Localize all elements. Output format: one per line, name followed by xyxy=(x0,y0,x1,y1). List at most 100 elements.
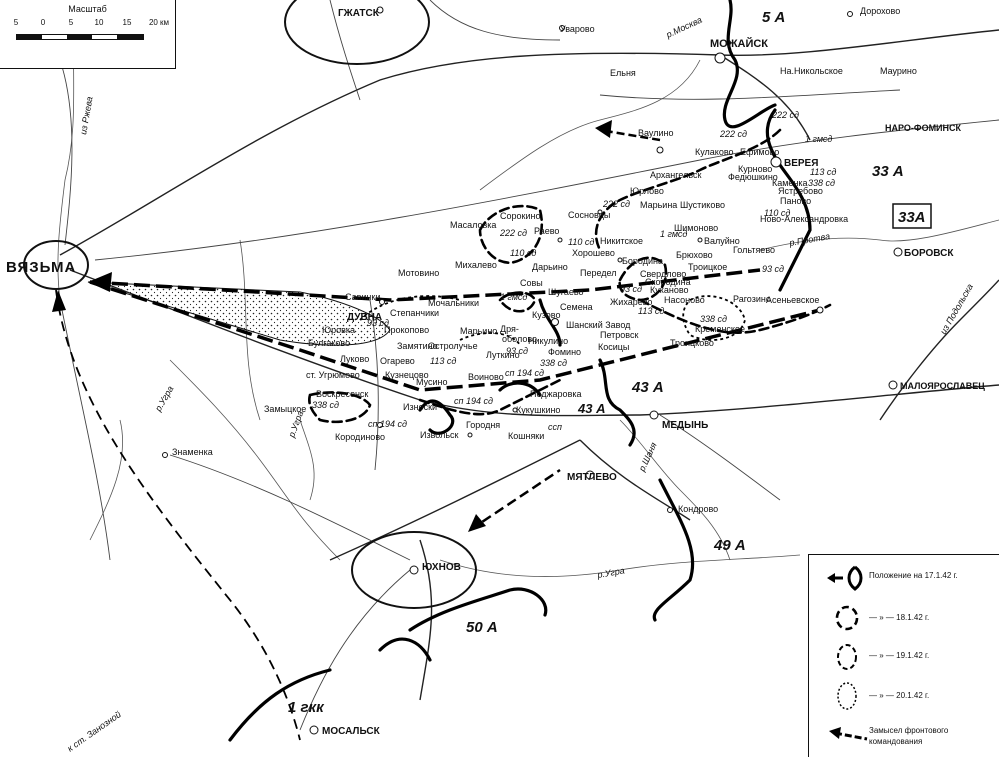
railways xyxy=(59,29,999,701)
command-intention-arrows xyxy=(52,120,821,741)
rivers-izzanoznoy-label: к ст. Занозной xyxy=(65,709,122,753)
towns-kurnovo-label: Курново xyxy=(738,164,772,174)
units-u25-label: ссп xyxy=(548,422,562,432)
city-yukhnov: ЮХНОВ xyxy=(422,562,461,573)
scale-title: Масштаб xyxy=(68,4,107,14)
towns-drya-label: Дря- xyxy=(500,324,519,334)
towns-zamytskoe-label: Замыцкое xyxy=(264,404,306,414)
towns-khoroshevo-label: Хорошево xyxy=(572,248,615,258)
city-borovsk: БОРОВСК xyxy=(904,248,954,259)
unit-labels: 222 сд 222 сд 1 гмсд 113 сд 338 сд 110 с… xyxy=(312,110,836,432)
towns-savinki-label: Савинки xyxy=(345,292,380,302)
units-u2-label: 222 сд xyxy=(719,129,747,139)
city-medyn: МЕДЫНЬ xyxy=(662,420,708,431)
towns-voinovo-label: Воиново xyxy=(468,372,504,382)
towns-uvarovo-label: Уварово xyxy=(560,24,595,34)
towns-asenevskoe-label: Асеньевское xyxy=(766,295,819,305)
towns-shansky-label: Шанский Завод xyxy=(566,320,631,330)
scale-tick: 5 xyxy=(68,18,74,27)
units-u19-label: 93 сд xyxy=(506,346,528,356)
units-u15-label: 1 гмсд xyxy=(500,292,527,302)
towns-obolovo-label: оболово xyxy=(502,334,537,344)
units-u20-label: 338 сд xyxy=(540,358,567,368)
towns-marino-label: Марьино xyxy=(460,326,497,336)
units-u13-label: 93 сд xyxy=(620,284,642,294)
units-u16-label: 338 сд xyxy=(700,314,727,324)
towns-dorokhovo-label: Дорохово xyxy=(860,6,900,16)
rivers-shanya-label: р.Шаня xyxy=(636,441,658,474)
towns-shustikovo-label: Шустиково xyxy=(680,200,725,210)
towns-raevo-label: Раево xyxy=(534,226,559,236)
towns-skorodino-label: Скородина xyxy=(645,277,691,287)
towns-prokopovo-label: Прокопово xyxy=(384,325,429,335)
towns-mochalniki-label: Мочальники xyxy=(428,298,479,308)
city-myatlevo: МЯТЛЕВО xyxy=(567,472,617,483)
towns-darino-label: Дарьино xyxy=(532,262,568,272)
army-33-box xyxy=(892,203,932,229)
city-gzhatsk: ГЖАТСК xyxy=(338,8,380,19)
towns-peredel-label: Передел xyxy=(580,268,617,278)
towns-ogarevo-label: Огарево xyxy=(380,356,415,366)
units-u22-label: сп 194 сд xyxy=(454,396,493,406)
legend-item-19: — » — 19.1.42 г. xyxy=(869,651,930,660)
units-u21-label: сп 194 сд xyxy=(505,368,544,378)
towns-goltyaevo-label: Гольтяево xyxy=(733,245,775,255)
towns-troitskovo-label: Троицково xyxy=(670,338,714,348)
scale-tick: 0 xyxy=(40,18,46,27)
scale-tick: 15 xyxy=(122,18,132,27)
legend-item-20: — » — 20.1.42 г. xyxy=(869,691,930,700)
city-mozhaysk: МОЖАЙСК xyxy=(710,37,768,50)
city-maloyaroslavets: МАЛОЯРОСЛАВЕЦ xyxy=(900,381,985,391)
armies-a33box-label: 33А xyxy=(898,209,926,226)
towns-kosh-label: Кошняки xyxy=(508,431,544,441)
towns-mikhalevo-label: Михалево xyxy=(455,260,497,270)
city-naro: НАРО-ФОМИНСК xyxy=(885,123,962,133)
towns-shimonovo-label: Шимоново xyxy=(674,223,718,233)
city-rings xyxy=(23,0,477,609)
armies-a43a-label: 43 А xyxy=(631,379,664,396)
towns-zhikharevo-label: Жихарево xyxy=(610,297,652,307)
towns-gorodnya-label: Городня xyxy=(466,420,500,430)
towns-sosnovtsy-label: Сосновцы xyxy=(568,210,610,220)
towns-ragozino-label: Рагозино xyxy=(733,294,771,304)
towns-voskresensk-label: Воскресенск xyxy=(316,389,368,399)
towns-bryukhovo-label: Брюхово xyxy=(676,250,713,260)
encircled-area-shading xyxy=(87,281,391,346)
armies-a43b-label: 43 А xyxy=(577,401,605,416)
towns-fomino-label: Фомино xyxy=(548,347,581,357)
rivers-moskva-label: р.Москва xyxy=(664,15,704,41)
armies-a50-label: 50 А xyxy=(466,619,498,636)
armies-gk1-label: 1 гкк xyxy=(288,699,325,716)
legend: Положение на 17.1.42 г. — » — 18.1.42 г.… xyxy=(808,554,999,757)
towns-kamenka-label: Каменка xyxy=(772,178,808,188)
units-u12-label: 93 сд xyxy=(762,264,784,274)
armies-a49-label: 49 А xyxy=(713,537,746,554)
towns-ostrolube-label: Остролучье xyxy=(428,341,478,351)
towns-masalovka-label: Масаловка xyxy=(450,220,496,230)
towns-kondrovo-label: Кондрово xyxy=(678,504,718,514)
units-u24-label: сп 194 сд xyxy=(368,419,407,429)
rivers-ugra3-label: р.Угра xyxy=(596,565,626,580)
scale-tick: 10 xyxy=(94,18,104,27)
towns-kositsy-label: Косицы xyxy=(598,342,629,352)
towns-nasonovo-label: Насоново xyxy=(664,295,705,305)
towns-vaulino-label: Ваулино xyxy=(638,128,673,138)
legend-item-18: — » — 18.1.42 г. xyxy=(869,613,930,622)
armies-a5-label: 5 А xyxy=(762,9,785,26)
towns-novoalex-label: Ново-Александровка xyxy=(760,214,848,224)
units-u5-label: 338 сд xyxy=(808,178,835,188)
rivers-izpodolsk-label: из Подольска xyxy=(938,282,975,336)
settlement-markers xyxy=(162,6,903,735)
towns-iznoski-label: Износки xyxy=(403,402,437,412)
towns-lutkino-label: Луткино xyxy=(486,350,520,360)
units-u18-label: 113 сд xyxy=(430,356,456,366)
front-dashed xyxy=(308,128,832,424)
towns-kukushkino-label: Кукушкино xyxy=(516,405,560,415)
towns-nikulino-label: Никулино xyxy=(528,336,568,346)
towns-ugryumovo-label: ст. Угрюмово xyxy=(306,370,360,380)
units-u17-label: 93 сд xyxy=(367,318,389,328)
towns-korodinovo-label: Кородиново xyxy=(335,432,385,442)
towns-kuzovo-label: Кузово xyxy=(532,310,560,320)
legend-solid-symbol xyxy=(827,565,863,591)
